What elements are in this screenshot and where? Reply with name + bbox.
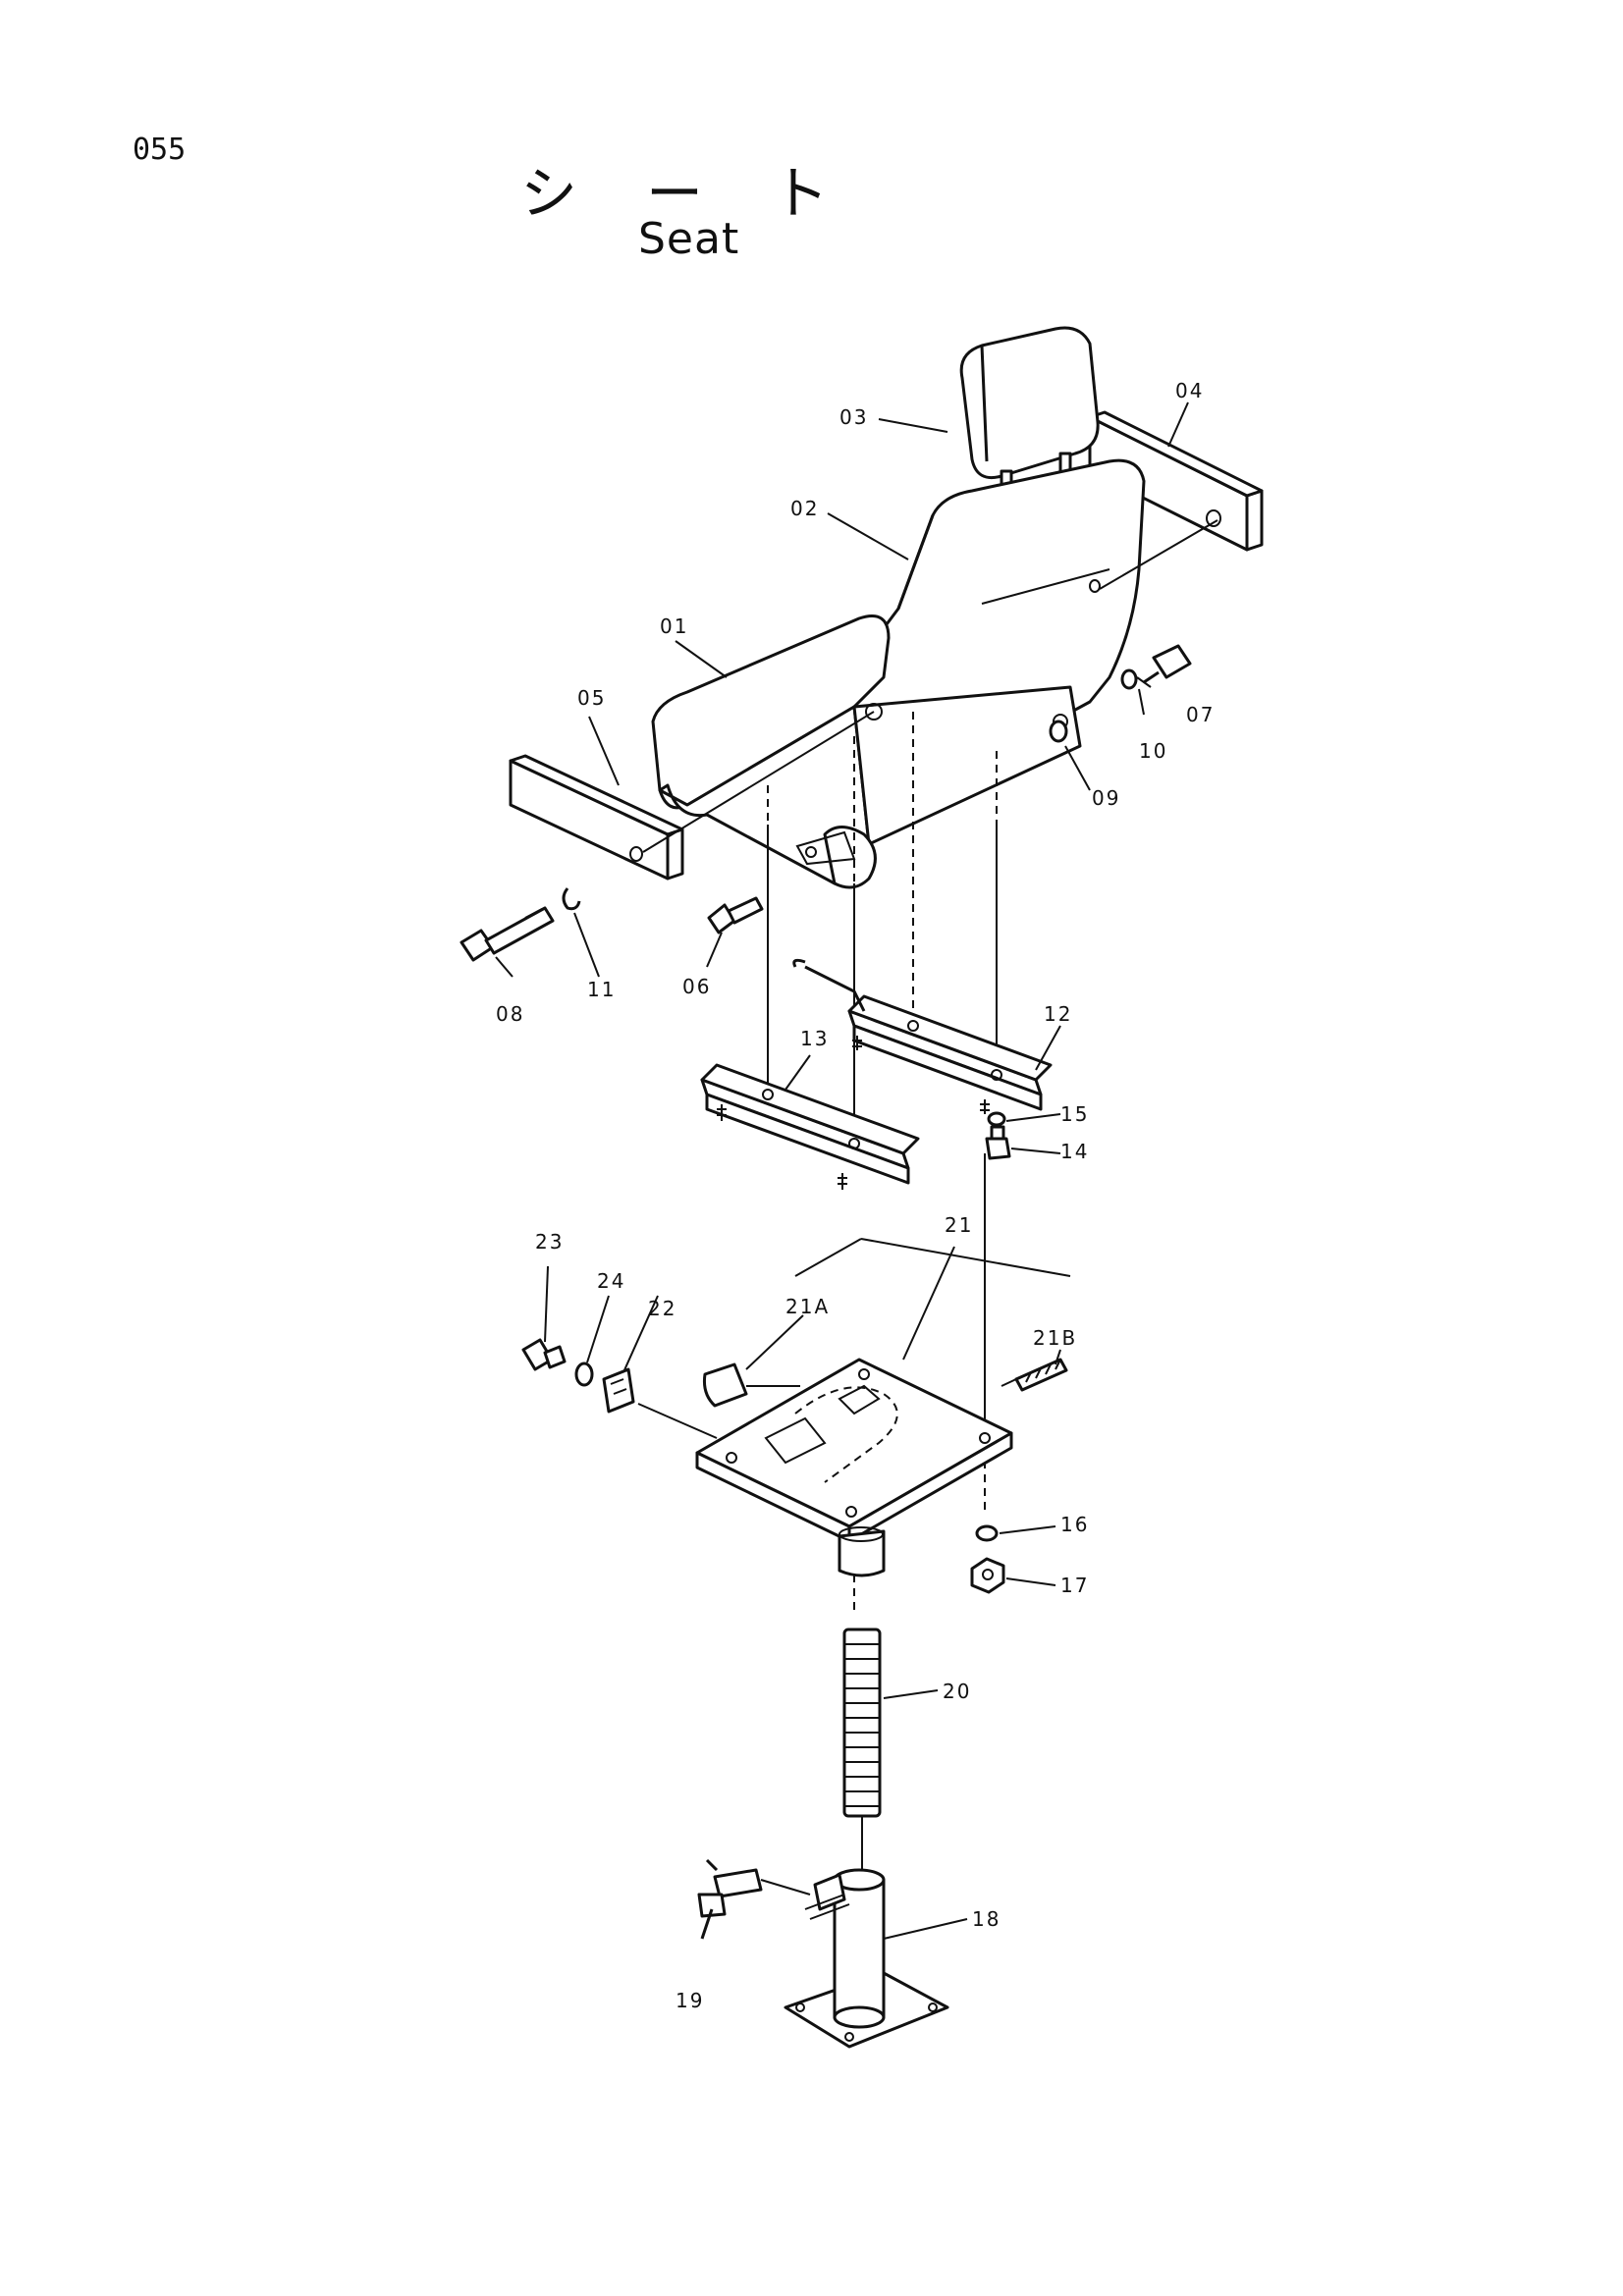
callout-21: 21 xyxy=(945,1213,973,1237)
spring-21b xyxy=(1014,1358,1068,1392)
callout-08: 08 xyxy=(496,1002,524,1026)
washer-15 xyxy=(987,1111,1006,1127)
seat-cushion xyxy=(651,614,1082,889)
bolt-07 xyxy=(1136,644,1192,688)
callout-04: 04 xyxy=(1175,379,1204,402)
callout-18: 18 xyxy=(972,1907,1001,1931)
callout-19: 19 xyxy=(676,1989,704,2012)
callout-09: 09 xyxy=(1092,786,1120,810)
callout-21b: 21B xyxy=(1033,1326,1077,1350)
slide-rail-12 xyxy=(792,958,1053,1114)
callout-15: 15 xyxy=(1060,1102,1089,1126)
bolt-06 xyxy=(707,896,764,934)
knob-21a xyxy=(703,1362,800,1408)
armrest-left xyxy=(509,754,684,881)
callout-21a: 21A xyxy=(785,1295,830,1318)
callout-14: 14 xyxy=(1060,1140,1089,1163)
washer-24 xyxy=(574,1362,594,1387)
headrest xyxy=(959,326,1100,503)
title-english: Seat xyxy=(638,214,740,264)
callout-12: 12 xyxy=(1044,1002,1072,1026)
nut-17 xyxy=(970,1557,1005,1594)
bellows-20 xyxy=(842,1628,882,1818)
bolt-08 xyxy=(460,906,555,962)
title-japanese: シ ー ト xyxy=(520,160,836,227)
callout-24: 24 xyxy=(597,1269,625,1293)
callout-16: 16 xyxy=(1060,1513,1089,1536)
callout-01: 01 xyxy=(660,614,688,638)
column-18 xyxy=(784,1868,949,2049)
base-plate-21 xyxy=(695,1358,1013,1577)
snap-ring-11 xyxy=(562,887,581,911)
bolt-14 xyxy=(985,1125,1011,1160)
part-09 xyxy=(1049,720,1068,743)
callout-02: 02 xyxy=(790,497,819,520)
callout-06: 06 xyxy=(682,975,711,998)
callout-03: 03 xyxy=(839,405,868,429)
assembly-guide-lines xyxy=(642,519,1218,1610)
bolt-23 xyxy=(521,1338,567,1371)
armrest-right xyxy=(1088,410,1264,552)
washer-10 xyxy=(1120,668,1138,690)
page-number: 055 xyxy=(133,133,187,167)
clip-22 xyxy=(602,1367,635,1414)
slide-rail-13 xyxy=(700,1063,920,1190)
clip-guide-line xyxy=(637,1403,718,1439)
callout-20: 20 xyxy=(943,1680,971,1703)
washer-16 xyxy=(975,1524,999,1542)
callout-10: 10 xyxy=(1139,739,1167,763)
callout-23: 23 xyxy=(535,1230,564,1254)
callout-leaders xyxy=(495,401,1189,1940)
callout-13: 13 xyxy=(800,1027,829,1050)
lever-19 xyxy=(697,1858,811,1940)
callout-07: 07 xyxy=(1186,703,1215,726)
callout-17: 17 xyxy=(1060,1574,1089,1597)
callout-22: 22 xyxy=(648,1297,676,1320)
callout-05: 05 xyxy=(577,686,606,710)
callout-11: 11 xyxy=(587,978,616,1001)
